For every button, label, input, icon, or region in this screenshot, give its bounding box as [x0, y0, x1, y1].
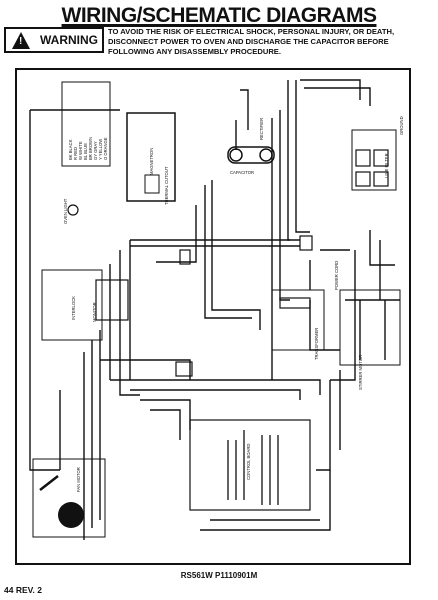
fan-motor-box: [32, 458, 106, 538]
wire-color-legend-item: W WHITE: [78, 141, 83, 160]
wire-color-legend-item: R RED: [73, 147, 78, 160]
capacitor-terminal-left: [229, 148, 243, 162]
fan-motor-icon: [58, 502, 84, 528]
interlock-label: INTERLOCK: [71, 296, 76, 320]
magnetron-box: [126, 112, 176, 202]
wire-color-legend-item: GY GRAY: [93, 141, 98, 160]
control-board-box: [189, 419, 311, 511]
stirrer-motor-box: [339, 289, 401, 366]
rectifier-label: RECTIFIER: [259, 118, 264, 140]
page-number: 44 REV. 2: [4, 585, 42, 595]
transformer-label: TRANSFORMER: [314, 328, 319, 360]
wire-color-legend-item: Y YELLOW: [98, 139, 103, 160]
wire-color-legend-box: [61, 81, 111, 167]
capacitor-label: CAPACITOR: [230, 170, 254, 175]
warning-triangle-icon: !: [12, 32, 30, 49]
wire-color-legend-item: BL BLUE: [83, 143, 88, 160]
control-board-label: CONTROL BOARD: [246, 444, 251, 480]
wire-color-legend-item: BR BROWN: [88, 137, 93, 160]
ground-label: GROUND: [399, 116, 404, 135]
capacitor-body: [227, 146, 275, 164]
warning-label: WARNING: [40, 33, 98, 47]
connector-blocks: [95, 149, 389, 377]
wire-color-legend-item: BK BLACK: [68, 139, 73, 160]
thermal-cutout-box: [144, 174, 160, 194]
stirrer-motor-label: STIRRER MOTOR: [358, 355, 363, 390]
thermal-cutout-label: THERMAL CUTOUT: [164, 166, 169, 205]
wire-color-legend-item: O ORANGE: [103, 137, 108, 160]
oven-light-label: OVEN LIGHT: [63, 198, 68, 224]
warning-badge: ! WARNING: [4, 27, 104, 53]
control-board-traces: [227, 430, 279, 505]
warning-text: TO AVOID THE RISK OF ELECTRICAL SHOCK, P…: [108, 27, 395, 56]
diagram-frame: [15, 68, 411, 565]
oven-light-icon: [67, 204, 79, 216]
fan-motor-label: FAN MOTOR: [76, 467, 81, 492]
line-filter-box: [351, 129, 397, 191]
magnetron-label: MAGNETRON: [149, 148, 154, 175]
transformer-box: [271, 289, 325, 351]
monitor-label: MONITOR: [92, 302, 97, 322]
power-cord-label: POWER CORD: [334, 261, 339, 290]
model-code: RS561W P1110901M: [180, 571, 258, 580]
page-title: WIRING/SCHEMATIC DIAGRAMS: [61, 4, 377, 27]
interlock-switch-box: [41, 269, 103, 341]
wire-color-legend: BK BLACK R RED W WHITE BL BLUE BR BROWN …: [68, 137, 108, 160]
capacitor-terminal-right: [259, 148, 273, 162]
